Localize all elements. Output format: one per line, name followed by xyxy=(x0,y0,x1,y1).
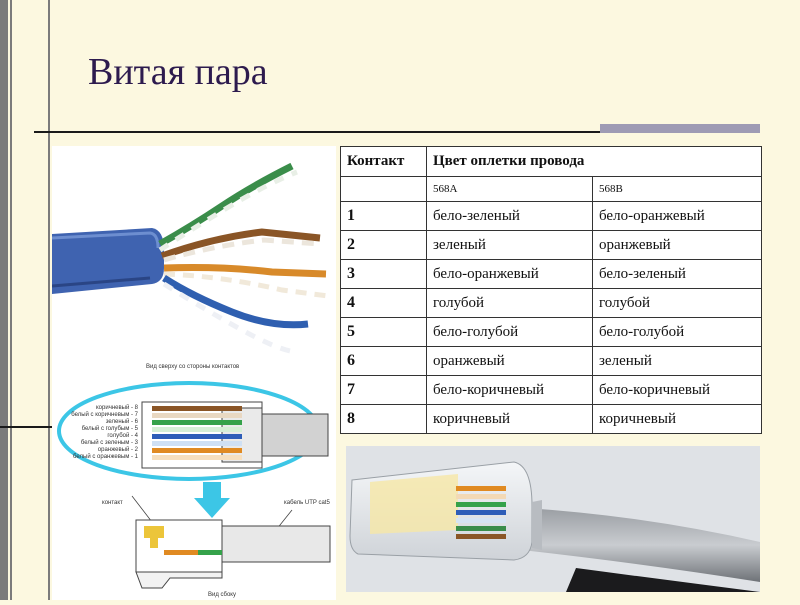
color-568a: зеленый xyxy=(426,230,593,260)
decor-stripe xyxy=(0,0,8,600)
pin-number: 3 xyxy=(340,259,427,289)
left-decor-bar xyxy=(0,0,52,600)
color-568a: коричневый xyxy=(426,404,593,434)
wire-label: оранжевый - 2 xyxy=(98,446,139,453)
cable-illustration: Вид сверху со стороны контактов коричнев… xyxy=(51,162,331,598)
pin-number: 6 xyxy=(340,346,427,376)
pinout-table: Контакт Цвет оплетки провода 568A 568B 1… xyxy=(340,146,762,434)
slide-title: Витая пара xyxy=(88,51,268,93)
color-568b: голубой xyxy=(592,288,762,318)
table-row: 3 бело-оранжевый бело-зеленый xyxy=(340,259,762,289)
header-contact: Контакт xyxy=(340,146,427,177)
pinout-table-wrapper: Контакт Цвет оплетки провода 568A 568B 1… xyxy=(340,146,762,434)
wire-label: белый с голубым - 5 xyxy=(82,425,139,432)
color-568b: бело-оранжевый xyxy=(592,201,762,231)
contact-label: контакт xyxy=(102,500,123,506)
table-subheader-row: 568A 568B xyxy=(340,176,762,202)
connector-top-view-diagram: Вид сверху со стороны контактов коричнев… xyxy=(57,364,329,481)
table-row: 7 бело-коричневый бело-коричневый xyxy=(340,375,762,405)
title-rule-accent xyxy=(600,124,760,133)
header-wire-color: Цвет оплетки провода xyxy=(426,146,762,177)
color-568a: бело-оранжевый xyxy=(426,259,593,289)
decor-rule xyxy=(0,426,52,428)
color-568a: бело-зеленый xyxy=(426,201,593,231)
wire-label: белый с зеленым - 3 xyxy=(81,439,139,446)
table-row: 5 бело-голубой бело-голубой xyxy=(340,317,762,347)
color-568b: оранжевый xyxy=(592,230,762,260)
color-568b: бело-коричневый xyxy=(592,375,762,405)
color-568b: бело-голубой xyxy=(592,317,762,347)
wire-label: белый с коричневым - 7 xyxy=(71,411,138,418)
table-row: 1 бело-зеленый бело-оранжевый xyxy=(340,201,762,231)
cable-label: кабель UTP cat5 xyxy=(284,500,330,506)
down-arrow-icon xyxy=(194,482,230,518)
color-568a: бело-коричневый xyxy=(426,375,593,405)
wire-label: коричневый - 8 xyxy=(96,404,139,411)
wire-label: зеленый - 6 xyxy=(106,418,139,425)
decor-stripe xyxy=(10,0,12,600)
table-row: 6 оранжевый зеленый xyxy=(340,346,762,376)
color-568b: бело-зеленый xyxy=(592,259,762,289)
subheader-568a: 568A xyxy=(426,176,593,202)
color-568a: голубой xyxy=(426,288,593,318)
table-row: 8 коричневый коричневый xyxy=(340,404,762,434)
color-568b: коричневый xyxy=(592,404,762,434)
color-568a: бело-голубой xyxy=(426,317,593,347)
top-view-caption: Вид сверху со стороны контактов xyxy=(146,364,239,370)
table-header-row: Контакт Цвет оплетки провода xyxy=(340,146,762,177)
rj45-plug-illustration xyxy=(346,446,760,592)
pin-number: 8 xyxy=(340,404,427,434)
title-rule xyxy=(34,131,760,133)
subheader-empty xyxy=(340,176,427,202)
wire-label: белый с оранжевым - 1 xyxy=(73,453,139,460)
pin-number: 5 xyxy=(340,317,427,347)
rj45-plug-photo xyxy=(346,446,760,592)
pin-number: 7 xyxy=(340,375,427,405)
subheader-568b: 568B xyxy=(592,176,762,202)
pin-number: 1 xyxy=(340,201,427,231)
connector-side-view-diagram: контакт кабель UTP cat5 Вид сбоку xyxy=(102,495,331,598)
wire-label: голубой - 4 xyxy=(107,432,138,439)
color-568b: зеленый xyxy=(592,346,762,376)
table-row: 4 голубой голубой xyxy=(340,288,762,318)
pin-number: 4 xyxy=(340,288,427,318)
cable-photo-panel: Вид сверху со стороны контактов коричнев… xyxy=(51,146,336,600)
decor-stripe xyxy=(48,0,50,600)
pin-number: 2 xyxy=(340,230,427,260)
blue-cable-photo xyxy=(51,162,329,355)
color-568a: оранжевый xyxy=(426,346,593,376)
side-view-caption: Вид сбоку xyxy=(208,592,236,598)
table-row: 2 зеленый оранжевый xyxy=(340,230,762,260)
